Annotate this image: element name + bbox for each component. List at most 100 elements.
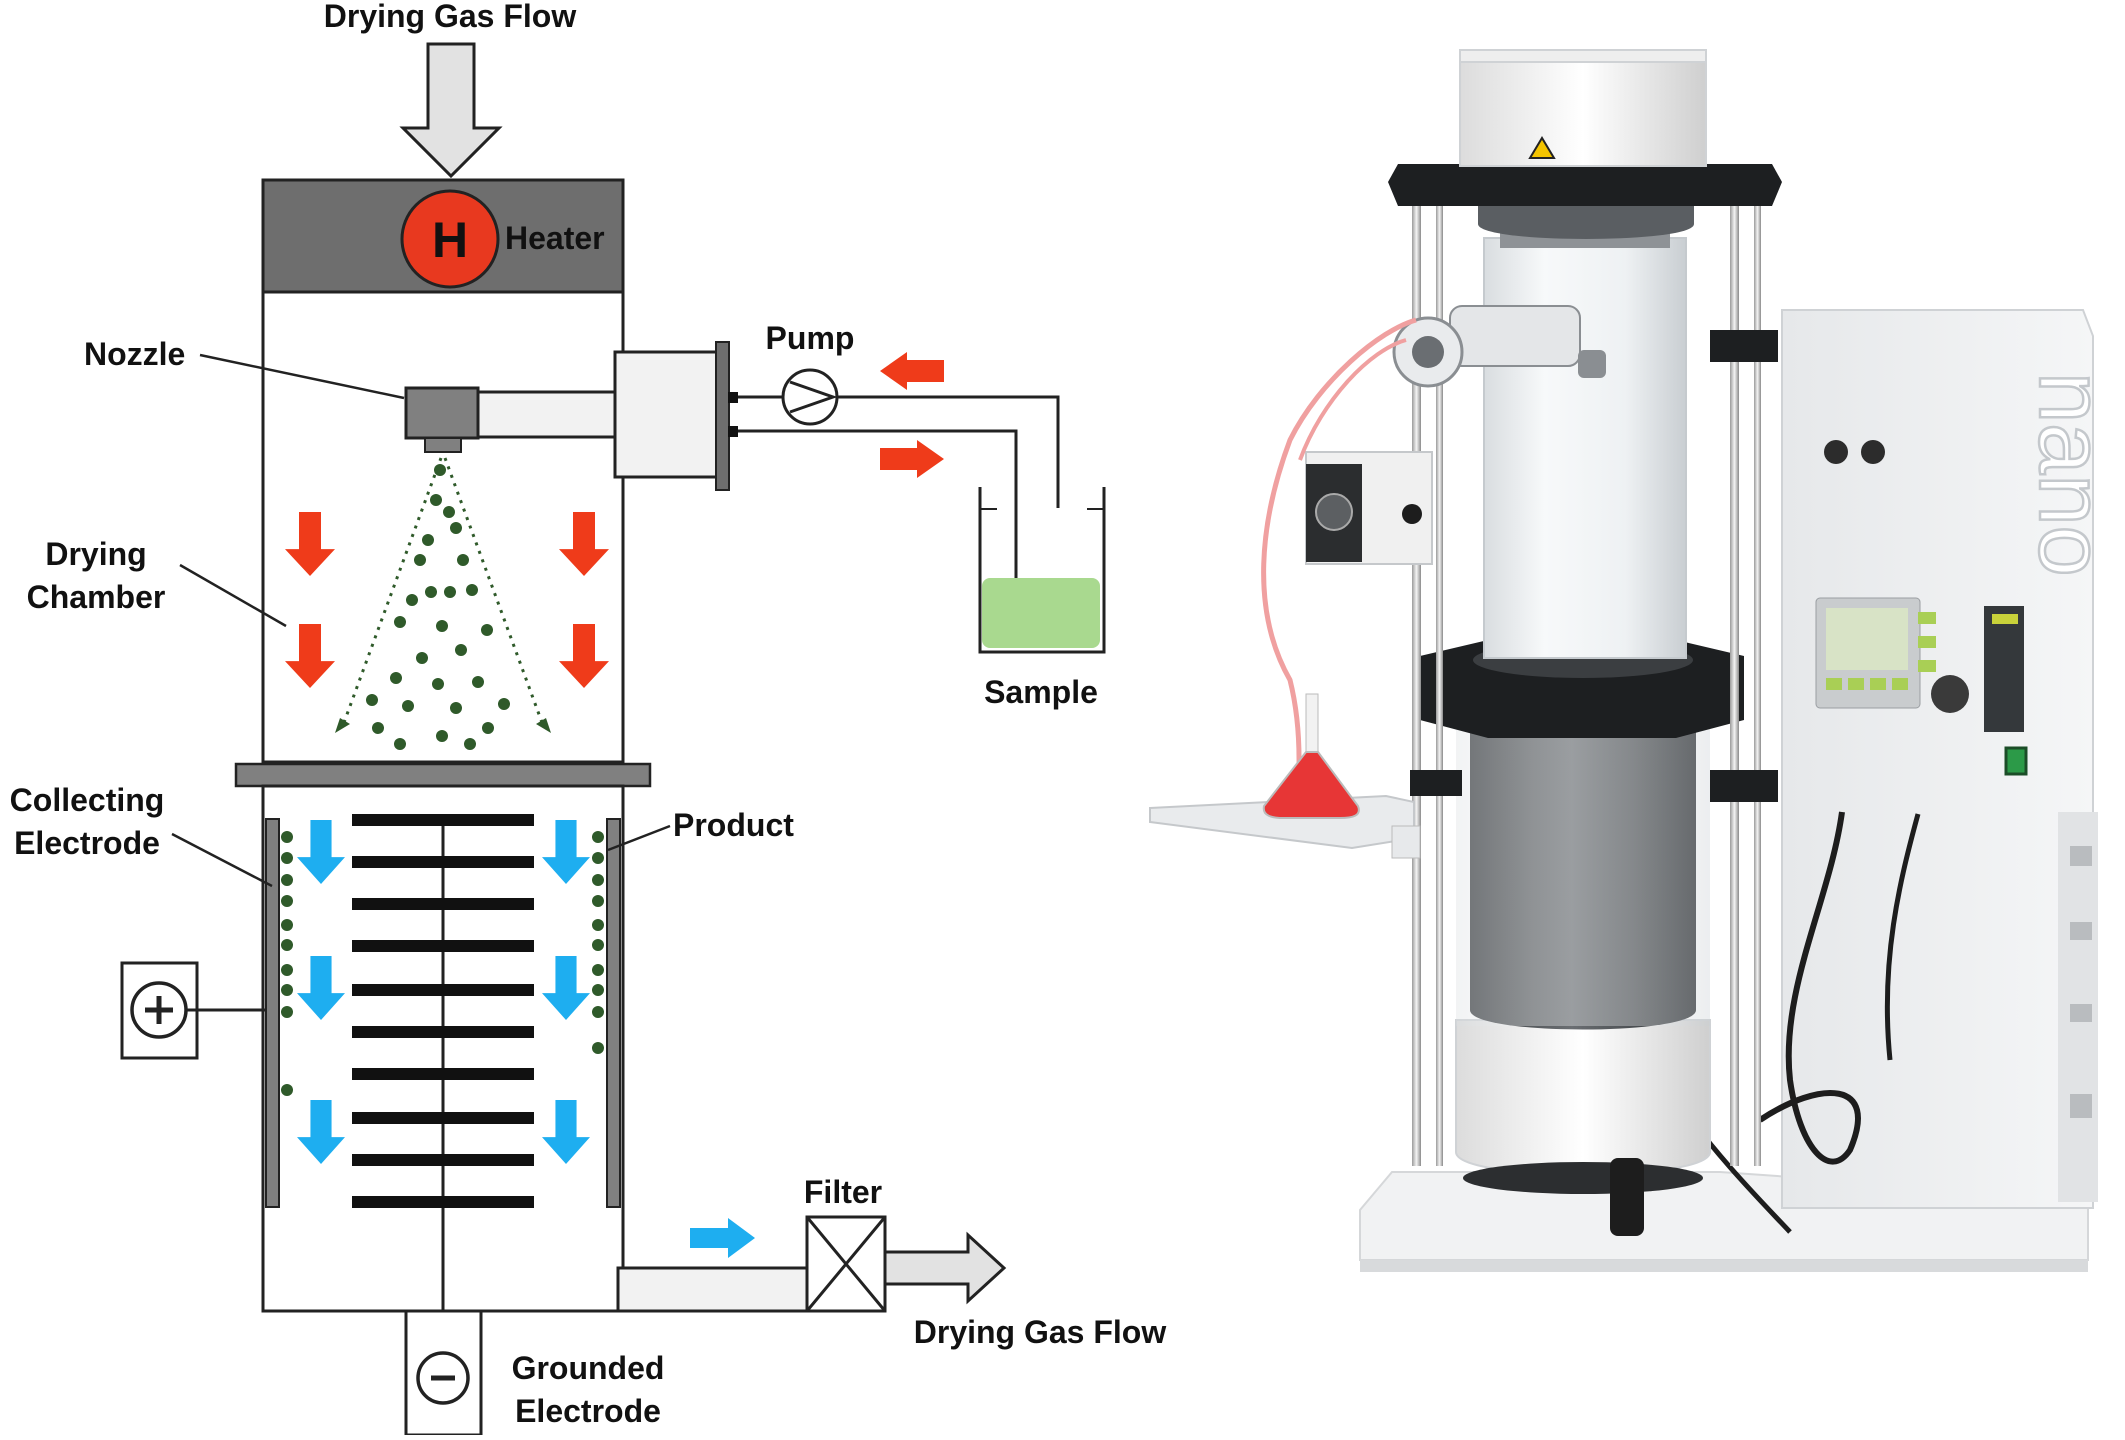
- blue-arrow: [542, 820, 590, 884]
- spray-particle: [402, 700, 414, 712]
- spray-particle: [394, 738, 406, 750]
- gas-inlet-label: Drying Gas Flow: [324, 0, 577, 34]
- spray-particle: [416, 652, 428, 664]
- collecting-electrode-right: [606, 818, 621, 1208]
- spray-particle: [450, 522, 462, 534]
- product-dot: [592, 964, 604, 976]
- spray-particle: [422, 534, 434, 546]
- blue-arrow: [297, 820, 345, 884]
- spray-particle: [482, 722, 494, 734]
- flask-icon: [1262, 693, 1360, 819]
- gas-outlet-label: Drying Gas Flow: [914, 1314, 1167, 1350]
- product-dot: [281, 964, 293, 976]
- nozzle-flange: [715, 341, 730, 491]
- electrode-plate: [352, 940, 534, 952]
- spray-particle: [436, 730, 448, 742]
- blue-arrow: [297, 956, 345, 1020]
- product-dot: [592, 895, 604, 907]
- spray-particles: [366, 464, 510, 750]
- nozzle-icon: [404, 386, 480, 440]
- spray-dryer-photo: nano: [1149, 49, 2123, 1272]
- flow-arrow-blue-outlet: [690, 1218, 755, 1258]
- product-dot: [592, 1006, 604, 1018]
- spray-cone: [335, 457, 551, 733]
- spray-particle: [434, 464, 446, 476]
- product-flow-arrows: [297, 820, 590, 1164]
- nozzle-connector-top: [728, 392, 738, 403]
- control-cabinet: [1781, 309, 2094, 1209]
- product-dot: [592, 1042, 604, 1054]
- product-dot: [592, 852, 604, 864]
- nozzle-connector-bottom: [728, 426, 738, 437]
- product-dot: [281, 939, 293, 951]
- red-arrow: [559, 512, 609, 576]
- outlet-duct: [616, 1266, 810, 1313]
- spray-particle: [444, 586, 456, 598]
- product-dot: [592, 939, 604, 951]
- collecting-electrode-label-2: Electrode: [14, 825, 160, 861]
- spray-particle: [464, 738, 476, 750]
- separator-plate: [234, 762, 652, 788]
- blue-arrow: [297, 1100, 345, 1164]
- pump-label: Pump: [766, 320, 855, 356]
- electrode-plate: [352, 1196, 534, 1208]
- spray-particle: [425, 586, 437, 598]
- product-dot: [281, 1006, 293, 1018]
- electrode-plate: [352, 1112, 534, 1124]
- product-leader: [607, 824, 671, 852]
- nozzle-feed-tube: [476, 390, 620, 439]
- product-dot: [592, 984, 604, 996]
- product-dot: [281, 831, 293, 843]
- grounded-electrode-label-1: Grounded: [512, 1350, 665, 1386]
- product-dot: [281, 984, 293, 996]
- spray-particle: [457, 554, 469, 566]
- grounded-electrode-plates: [352, 814, 534, 1208]
- flow-arrow-red-left: [880, 352, 944, 390]
- collecting-electrode-label-1: Collecting: [10, 782, 165, 818]
- electrode-plate: [352, 1026, 534, 1038]
- pump-line-bottom: [738, 429, 1018, 598]
- electrode-plate: [352, 984, 534, 996]
- heater-label: Heater: [505, 220, 605, 256]
- control-panel-icon: [1815, 597, 2028, 776]
- sample-liquid: [982, 578, 1100, 648]
- product-dot: [281, 874, 293, 886]
- product-dot: [281, 852, 293, 864]
- nozzle-tip: [424, 437, 462, 453]
- flow-arrow-red-right: [880, 440, 944, 478]
- product-dot: [281, 1084, 293, 1096]
- grounded-electrode-label-2: Electrode: [515, 1393, 661, 1429]
- product-dot: [592, 831, 604, 843]
- drying-chamber-leader: [179, 563, 287, 628]
- electrode-plate: [352, 1154, 534, 1166]
- nozzle-leader: [199, 353, 405, 400]
- spray-particle: [472, 676, 484, 688]
- product-dot: [281, 895, 293, 907]
- spray-particle: [406, 594, 418, 606]
- red-arrow: [285, 624, 335, 688]
- product-label: Product: [673, 807, 794, 843]
- heater-icon: [400, 189, 500, 289]
- spray-particle: [394, 616, 406, 628]
- red-arrow: [559, 624, 609, 688]
- nozzle-port-box: [613, 350, 720, 479]
- spray-particle: [466, 584, 478, 596]
- spray-particle: [498, 698, 510, 710]
- filter-label: Filter: [804, 1174, 882, 1210]
- spray-particle: [430, 494, 442, 506]
- product-dot: [592, 919, 604, 931]
- gas-outlet-arrow: [883, 1231, 1007, 1305]
- drying-chamber-label-2: Chamber: [27, 579, 166, 615]
- pump-line-top: [738, 395, 1060, 508]
- product-particles: [281, 831, 604, 1096]
- spray-particle: [436, 620, 448, 632]
- spray-particle: [450, 702, 462, 714]
- spray-particle: [414, 554, 426, 566]
- pump-symbol: [789, 380, 838, 414]
- brand-text: nano: [2020, 372, 2122, 577]
- electrode-plate: [352, 1068, 534, 1080]
- red-arrow: [285, 512, 335, 576]
- heater-symbol: H: [432, 212, 468, 268]
